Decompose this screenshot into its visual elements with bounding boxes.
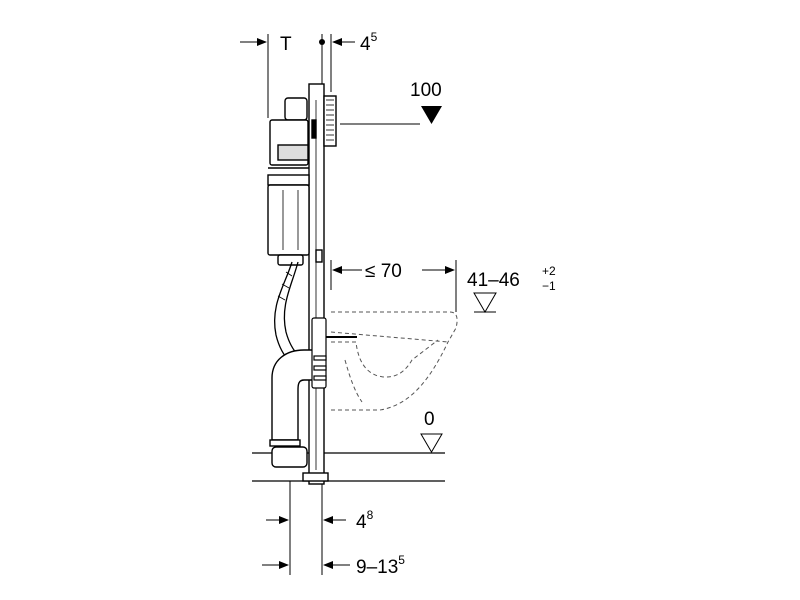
toilet-bowl [330, 311, 458, 411]
dim-top-offset: 45 [319, 30, 378, 55]
dim-bottom-offset-sup: 8 [367, 508, 374, 522]
dim-distance: ≤ 70 [332, 261, 455, 282]
dim-seat-height-sup: +2 [542, 264, 556, 278]
dim-flush-height: 100 [410, 80, 442, 124]
dim-bottom-offset-label: 4 [356, 512, 367, 533]
svg-text:45: 45 [360, 30, 378, 55]
svg-text:9–135: 9–135 [356, 553, 405, 578]
cistern [267, 97, 310, 266]
dim-floor-level-label: 0 [424, 409, 435, 430]
dim-top-frame: T [240, 34, 292, 55]
drain-pipe [269, 349, 315, 468]
dim-seat-height-label: 41–46 [467, 270, 520, 291]
connection-bolts [311, 317, 357, 389]
dim-top-offset-sup: 5 [371, 30, 378, 44]
extension-lines [267, 34, 457, 575]
dim-top-frame-label: T [280, 34, 292, 55]
dim-seat-height: 41–46 +2 −1 [467, 264, 556, 313]
dim-wall-depth-sup: 5 [398, 553, 405, 567]
dim-floor-level: 0 [420, 409, 443, 453]
svg-text:48: 48 [356, 508, 374, 533]
dim-seat-height-sub: −1 [542, 279, 556, 293]
dim-distance-label: ≤ 70 [365, 261, 402, 282]
dim-bottom-offset: 48 [266, 508, 374, 533]
dim-wall-depth-label: 9–13 [356, 557, 398, 578]
dim-top-offset-label: 4 [360, 34, 371, 55]
dim-flush-height-label: 100 [410, 80, 442, 101]
dim-wall-depth: 9–135 [262, 553, 405, 578]
